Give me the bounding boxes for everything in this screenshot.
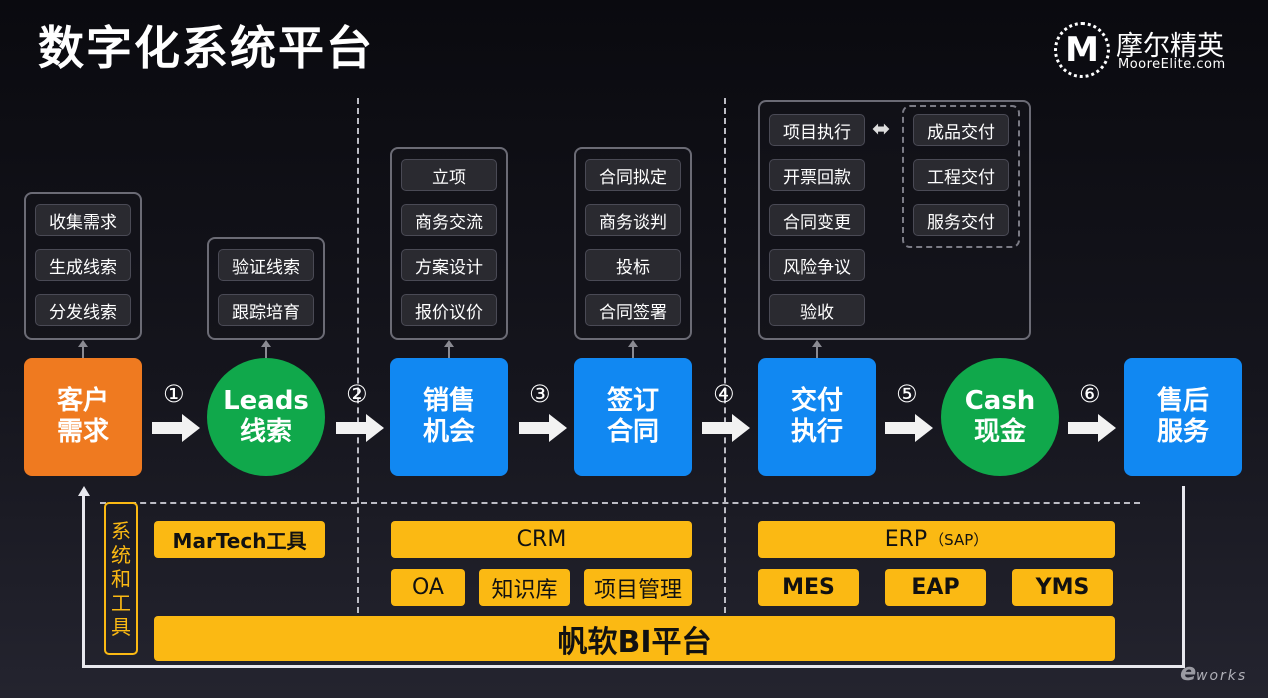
loop-line-right bbox=[1182, 486, 1185, 668]
separator-1 bbox=[357, 98, 359, 613]
item-acceptance: 验收 bbox=[769, 294, 865, 326]
item-distribute-leads: 分发线索 bbox=[35, 294, 131, 326]
item-project-execution: 项目执行 bbox=[769, 114, 865, 146]
item-collect-needs: 收集需求 bbox=[35, 204, 131, 236]
item-risk-dispute: 风险争议 bbox=[769, 249, 865, 281]
flow-arrow-icon bbox=[519, 414, 567, 442]
logo-url: MooreElite.com bbox=[1118, 57, 1226, 72]
connector-line bbox=[816, 345, 818, 358]
flow-arrow-icon bbox=[152, 414, 200, 442]
connector-line bbox=[632, 345, 634, 358]
logo-icon: M bbox=[1054, 22, 1110, 78]
group-delivery-types bbox=[902, 105, 1020, 248]
item-solution-design: 方案设计 bbox=[401, 249, 497, 281]
watermark-logo: e bbox=[1180, 658, 1197, 686]
tool-project-management: 项目管理 bbox=[584, 569, 692, 606]
tool-erp: ERP（SAP） bbox=[758, 521, 1115, 558]
stage-customer-needs: 客户需求 bbox=[24, 358, 142, 476]
step-number-4: ④ bbox=[713, 380, 735, 408]
step-number-2: ② bbox=[346, 380, 368, 408]
tool-bi-platform: 帆软BI平台 bbox=[154, 616, 1115, 661]
tool-crm: CRM bbox=[391, 521, 692, 558]
item-nurture-leads: 跟踪培育 bbox=[218, 294, 314, 326]
item-invoicing: 开票回款 bbox=[769, 159, 865, 191]
loop-arrow-icon bbox=[78, 486, 90, 496]
connector-arrow-icon bbox=[78, 340, 88, 347]
connector-arrow-icon bbox=[444, 340, 454, 347]
tool-eap: EAP bbox=[885, 569, 986, 606]
tool-yms: YMS bbox=[1012, 569, 1113, 606]
tool-mes: MES bbox=[758, 569, 859, 606]
item-service-delivery: 服务交付 bbox=[913, 204, 1009, 236]
item-contract-change: 合同变更 bbox=[769, 204, 865, 236]
connector-arrow-icon bbox=[628, 340, 638, 347]
item-negotiation: 商务谈判 bbox=[585, 204, 681, 236]
connector-arrow-icon bbox=[261, 340, 271, 347]
stage-delivery: 交付执行 bbox=[758, 358, 876, 476]
stage-sign-contract: 签订合同 bbox=[574, 358, 692, 476]
tool-knowledge-base: 知识库 bbox=[479, 569, 570, 606]
separator-2 bbox=[724, 98, 726, 613]
item-engineering-delivery: 工程交付 bbox=[913, 159, 1009, 191]
item-contract-draft: 合同拟定 bbox=[585, 159, 681, 191]
page-title: 数字化系统平台 bbox=[38, 21, 374, 75]
logo-name: 摩尔精英 bbox=[1116, 31, 1224, 62]
item-contract-sign: 合同签署 bbox=[585, 294, 681, 326]
tool-martech: MarTech工具 bbox=[154, 521, 325, 558]
step-number-3: ③ bbox=[529, 380, 551, 408]
stage-sales-opportunity: 销售机会 bbox=[390, 358, 508, 476]
double-arrow-icon: ⬌ bbox=[872, 117, 891, 142]
item-product-delivery: 成品交付 bbox=[913, 114, 1009, 146]
item-business-exchange: 商务交流 bbox=[401, 204, 497, 236]
step-number-6: ⑥ bbox=[1079, 380, 1101, 408]
item-bidding: 投标 bbox=[585, 249, 681, 281]
flow-arrow-icon bbox=[885, 414, 933, 442]
connector-line bbox=[448, 345, 450, 358]
step-number-5: ⑤ bbox=[896, 380, 918, 408]
loop-line-left bbox=[82, 494, 85, 668]
separator-horizontal bbox=[100, 502, 1140, 504]
item-verify-leads: 验证线索 bbox=[218, 249, 314, 281]
flow-arrow-icon bbox=[336, 414, 384, 442]
flow-arrow-icon bbox=[1068, 414, 1116, 442]
flow-arrow-icon bbox=[702, 414, 750, 442]
step-number-1: ① bbox=[163, 380, 185, 408]
tool-oa: OA bbox=[391, 569, 465, 606]
connector-line bbox=[82, 345, 84, 358]
tools-label: 系统和工具 bbox=[104, 502, 138, 655]
stage-after-sales: 售后服务 bbox=[1124, 358, 1242, 476]
connector-line bbox=[265, 345, 267, 358]
item-quote-negotiation: 报价议价 bbox=[401, 294, 497, 326]
item-project-init: 立项 bbox=[401, 159, 497, 191]
item-generate-leads: 生成线索 bbox=[35, 249, 131, 281]
watermark-text: works bbox=[1196, 668, 1248, 684]
connector-arrow-icon bbox=[812, 340, 822, 347]
loop-line-bottom bbox=[82, 665, 1185, 668]
